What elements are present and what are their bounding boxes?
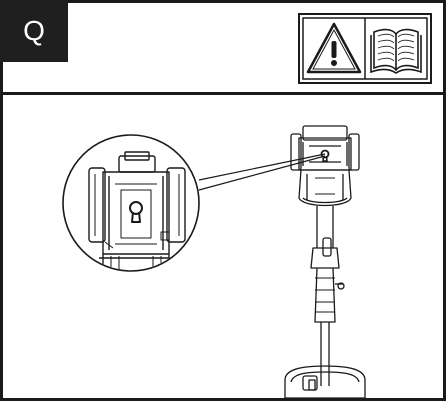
symbols-svg [302, 17, 428, 80]
callout-line [198, 155, 326, 191]
product-illustration [3, 98, 443, 399]
read-manual-book-icon [370, 28, 422, 74]
magnified-detail-circle [62, 134, 200, 272]
warning-triangle-icon [306, 22, 362, 74]
section-letter-badge: Q [0, 0, 68, 62]
trimmer-battery-drawing [62, 125, 366, 399]
trimmer-tool-drawing [284, 125, 366, 399]
safety-symbols-box [298, 13, 432, 84]
callout-line [198, 153, 326, 181]
header-bar: Q [0, 0, 446, 95]
